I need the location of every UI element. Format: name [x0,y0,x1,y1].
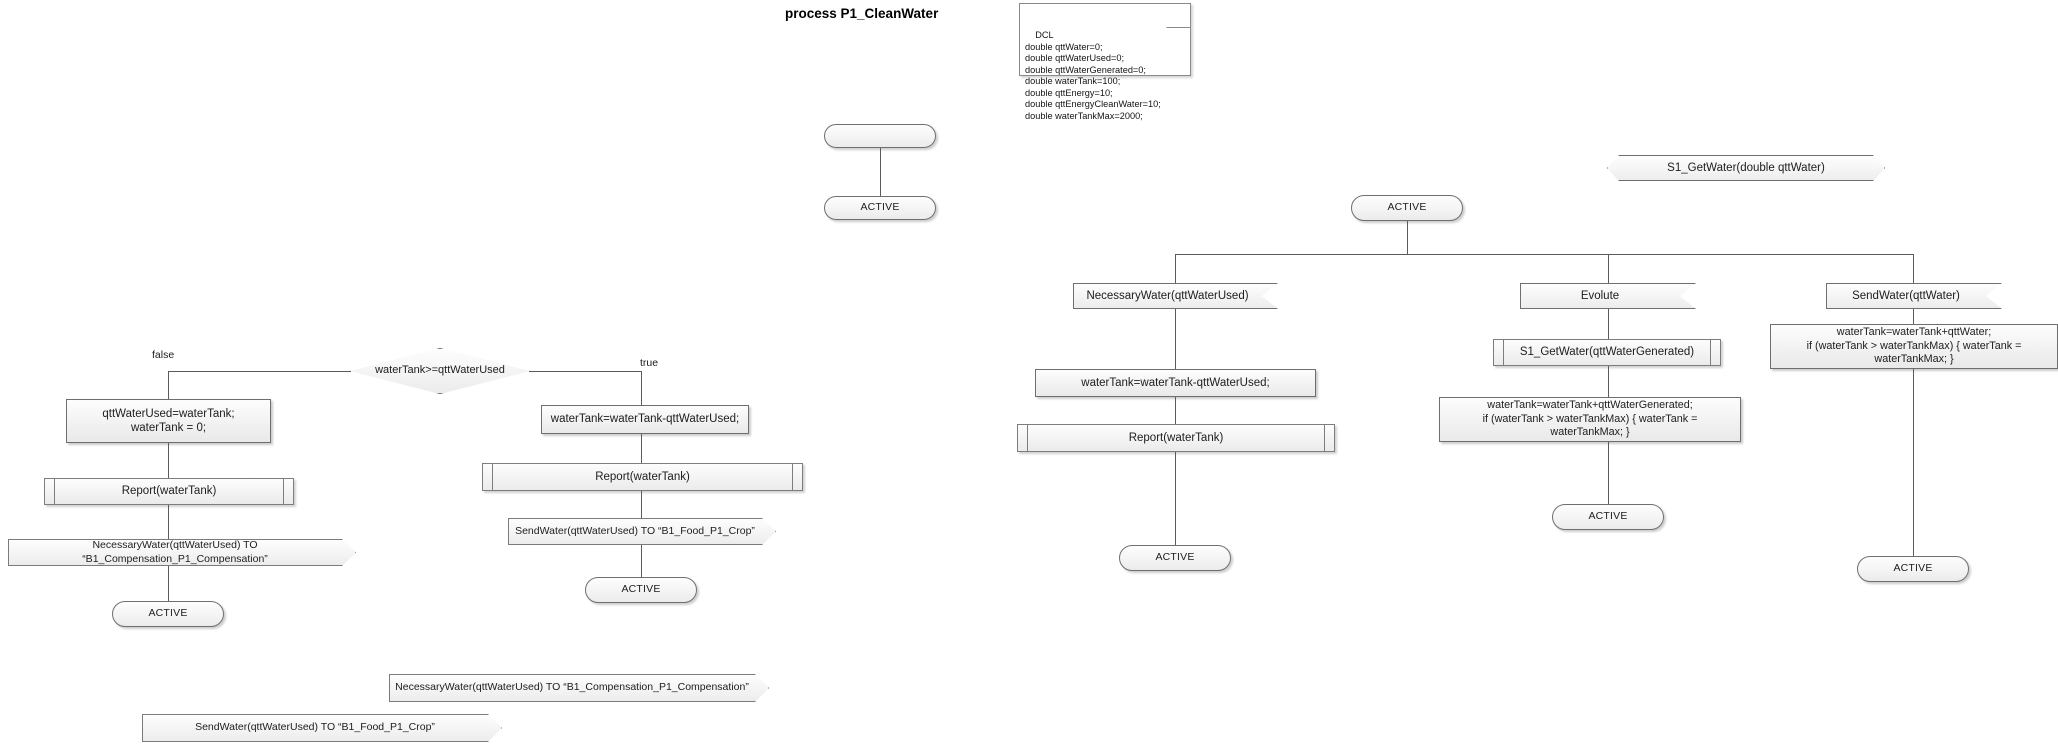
connector-start-to-active [880,148,881,196]
branch-evolute-state[interactable]: ACTIVE [1552,504,1664,530]
false-output-necessarywater[interactable]: NecessaryWater(qttWaterUsed) TO “B1_Comp… [8,539,356,566]
true-task-block[interactable]: waterTank=waterTank-qttWaterUsed; [541,405,749,434]
declaration-note-text: DCL double qttWater=0; double qttWaterUs… [1025,30,1161,121]
true-report-procedure[interactable]: Report(waterTank) [482,463,803,491]
connector-fanout-drop-left [1175,254,1176,283]
loose-output-necessarywater[interactable]: NecessaryWater(qttWaterUsed) TO “B1_Comp… [389,674,769,702]
connector-false-report-to-output [168,505,169,539]
note-fold-corner [1166,4,1190,28]
branch-sendwater-task[interactable]: waterTank=waterTank+qttWater; if (waterT… [1770,324,2058,369]
loose-output-sendwater[interactable]: SendWater(qttWaterUsed) TO “B1_Food_P1_C… [142,714,502,742]
branch-necessarywater-report[interactable]: Report(waterTank) [1017,424,1335,452]
edge-label-true: true [640,357,659,369]
procedure-active-state[interactable]: ACTIVE [824,196,936,220]
connector-b1-task-to-report [1175,397,1176,424]
true-output-sendwater[interactable]: SendWater(qttWaterUsed) TO “B1_Food_P1_C… [508,518,776,545]
branch-necessarywater-state[interactable]: ACTIVE [1119,545,1231,571]
connector-b3-task-to-state [1913,369,1914,556]
branch-evolute-input[interactable]: Evolute [1520,283,1696,309]
connector-b3-input-to-task [1913,309,1914,324]
connector-active-trunk [1407,221,1408,254]
connector-false-vertical [168,371,169,399]
false-active-state[interactable]: ACTIVE [112,601,224,627]
procedure-start-state[interactable] [824,124,936,148]
signal-route-s1-getwater[interactable]: S1_GetWater(double qttWater) [1607,155,1885,181]
branch-necessarywater-task[interactable]: waterTank=waterTank-qttWaterUsed; [1035,369,1316,397]
branch-sendwater-state[interactable]: ACTIVE [1857,556,1969,582]
branch-necessarywater-input[interactable]: NecessaryWater(qttWaterUsed) [1073,283,1278,309]
connector-fanout-drop-mid [1608,254,1609,283]
edge-label-false: false [152,349,175,361]
connector-b2-task-to-state [1608,442,1609,504]
branch-evolute-task[interactable]: waterTank=waterTank+qttWaterGenerated; i… [1439,397,1741,442]
false-report-procedure[interactable]: Report(waterTank) [44,478,294,505]
connector-true-output-to-state [641,545,642,577]
connector-fanout-horizontal [1175,254,1914,255]
page-title: process P1_CleanWater [785,6,939,21]
connector-b2-input-to-proc [1608,309,1609,339]
true-active-state[interactable]: ACTIVE [585,577,697,603]
connector-fanout-drop-right [1913,254,1914,283]
branch-sendwater-input[interactable]: SendWater(qttWater) [1826,283,2002,309]
false-task-block[interactable]: qttWaterUsed=waterTank; waterTank = 0; [66,399,271,443]
decision-watertank-ge-qttwaterused[interactable]: waterTank>=qttWaterUsed [350,348,530,394]
connector-false-horizontal [168,371,351,372]
declaration-note: DCL double qttWater=0; double qttWaterUs… [1019,3,1191,121]
statemachine-active-state[interactable]: ACTIVE [1351,195,1463,221]
connector-true-report-to-output [641,491,642,518]
connector-b2-proc-to-task [1608,366,1609,397]
branch-evolute-procedure[interactable]: S1_GetWater(qttWaterGenerated) [1493,339,1721,366]
connector-true-horizontal [529,371,642,372]
connector-b1-input-to-task [1175,309,1176,369]
connector-false-task-to-report [168,443,169,478]
connector-true-task-to-report [641,434,642,463]
connector-b1-report-to-state [1175,452,1176,545]
connector-true-vertical [641,371,642,405]
connector-false-output-to-state [168,566,169,601]
